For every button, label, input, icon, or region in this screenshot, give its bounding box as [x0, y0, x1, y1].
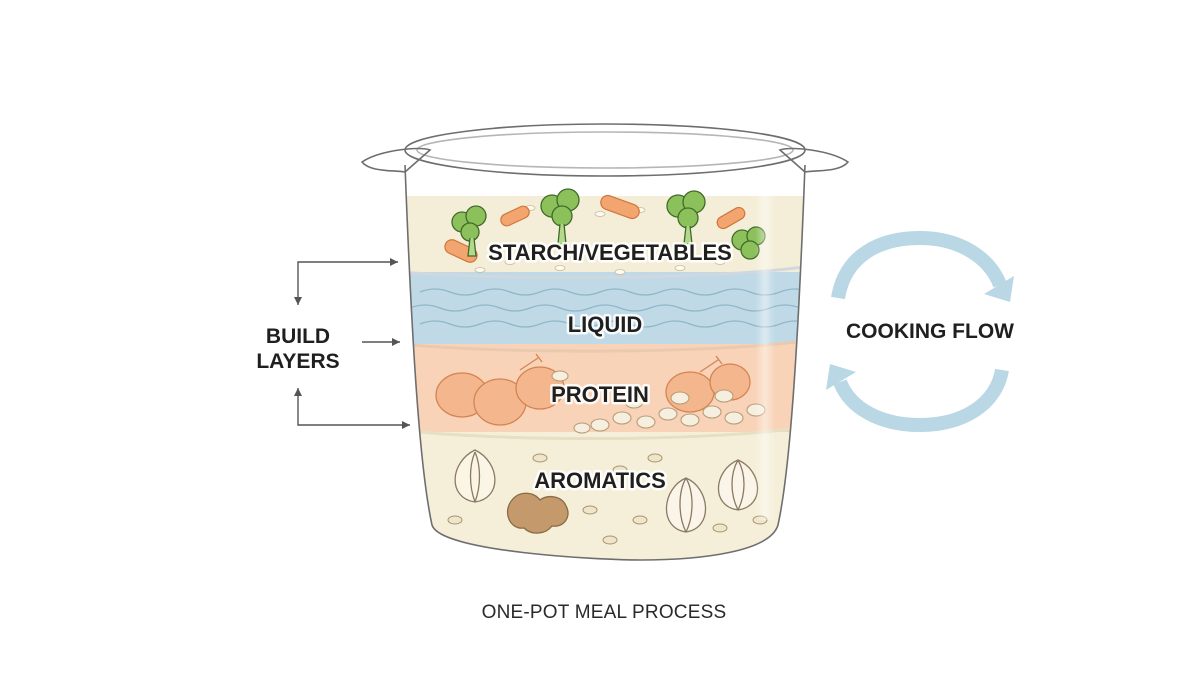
pot-contents: [405, 188, 805, 560]
arrow-head-bottom-up: [294, 388, 302, 396]
rice-bits: [474, 205, 726, 275]
arrow-head-top-right: [390, 258, 398, 266]
arrow-head-bottom-right: [402, 421, 410, 429]
cooking-flow-label: COOKING FLOW: [846, 320, 1014, 343]
arrow-line-top: [297, 261, 398, 305]
layer-label-liquid: LIQUID: [568, 312, 643, 337]
layer-label-protein: PROTEIN: [551, 382, 649, 407]
cycle-arrowhead-top: [984, 276, 1014, 302]
liquid-layer: [405, 268, 805, 344]
cooking-flow-annotation: COOKING FLOW: [826, 230, 1014, 433]
build-layers-label-line2: LAYERS: [256, 350, 339, 373]
arrow-head-top-down: [294, 297, 302, 305]
arrow-head-middle: [392, 338, 400, 346]
layer-label-starch: STARCH/VEGETABLES: [488, 240, 732, 265]
cycle-arrowhead-bottom: [826, 364, 856, 390]
build-layers-annotation: BUILD LAYERS: [256, 258, 410, 429]
ginger-icon: [507, 492, 569, 534]
layer-label-aromatics: AROMATICS: [534, 468, 666, 493]
broccoli-icon: [451, 188, 766, 260]
diagram-caption: ONE-POT MEAL PROCESS: [482, 602, 727, 623]
arrow-line-bottom: [297, 388, 410, 426]
cycle-arrow-icon: [831, 230, 1009, 433]
onion-icon: [665, 459, 759, 533]
liquid-waves: [409, 288, 805, 328]
build-layers-label-line1: BUILD: [266, 325, 330, 348]
layer-labels: STARCH/VEGETABLES LIQUID PROTEIN AROMATI…: [486, 238, 735, 496]
garlic-icon: [454, 449, 496, 503]
pot-outline: [360, 123, 850, 561]
